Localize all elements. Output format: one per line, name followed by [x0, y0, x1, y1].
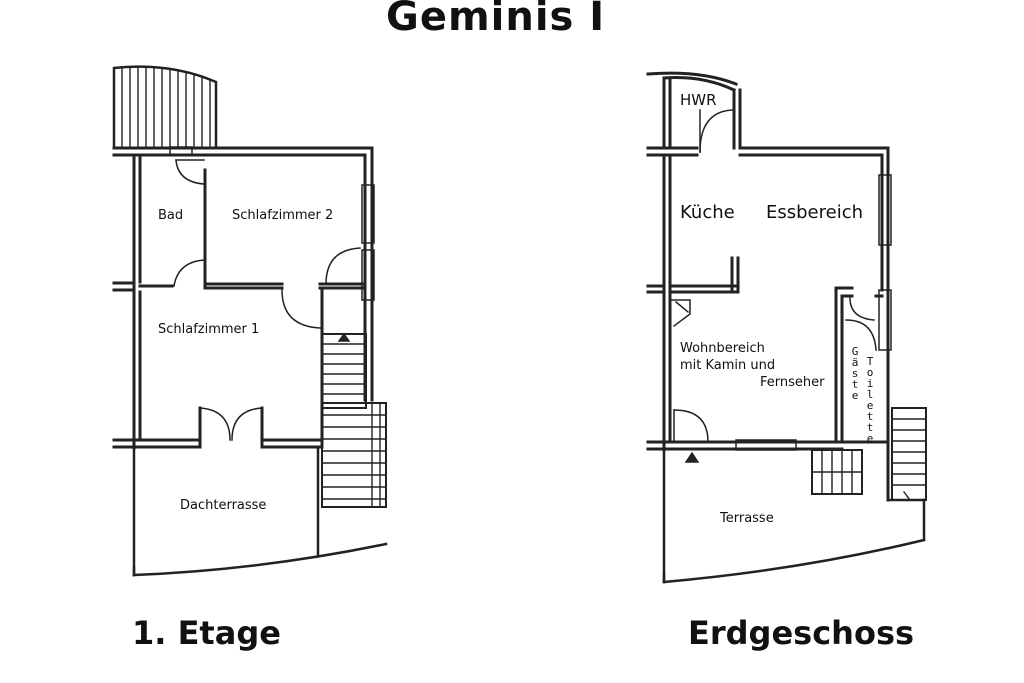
- staircase-right: [684, 407, 927, 501]
- hwr-outline: [646, 71, 742, 157]
- room-label-hwr: HWR: [680, 91, 717, 109]
- room-label-essbereich: Essbereich: [766, 202, 864, 223]
- staircase-left: [321, 332, 387, 508]
- caption-first-floor: 1. Etage: [132, 614, 281, 652]
- room-label-gaeste-vertical: Gäste: [851, 345, 859, 402]
- balcony-left: [112, 65, 218, 150]
- page-title: Geminis I: [386, 0, 606, 40]
- window-top-left: [169, 146, 193, 156]
- room-label-bad: Bad: [158, 208, 184, 223]
- plan-first-floor: [112, 65, 388, 577]
- door-swings-right: [671, 109, 877, 443]
- caption-ground-floor: Erdgeschoss: [688, 614, 915, 652]
- room-label-toilette-vertical: Toilette: [866, 355, 874, 445]
- door-swings-left: [173, 159, 361, 441]
- room-label-schlafzimmer-2: Schlafzimmer 2: [232, 208, 334, 223]
- room-label-kueche: Küche: [680, 202, 735, 223]
- walls-right: [646, 146, 890, 502]
- plan-ground-floor: [646, 71, 927, 584]
- window-right-1: [878, 174, 892, 246]
- window-left-1: [361, 184, 375, 244]
- terrace-left: [132, 445, 388, 577]
- walls-left: [112, 146, 374, 450]
- window-left-2: [361, 249, 375, 301]
- room-label-dachterrasse: Dachterrasse: [180, 498, 267, 513]
- room-label-wohnbereich-line2: mit Kamin und: [680, 358, 776, 373]
- room-label-schlafzimmer-1: Schlafzimmer 1: [158, 322, 260, 337]
- window-right-bottom: [735, 439, 797, 451]
- room-label-wohnbereich: Wohnbereich: [680, 341, 765, 356]
- room-label-wohnbereich-line3: Fernseher: [760, 375, 825, 390]
- window-right-2: [878, 289, 892, 351]
- room-label-terrasse: Terrasse: [720, 511, 774, 526]
- terrace-right: [662, 447, 926, 584]
